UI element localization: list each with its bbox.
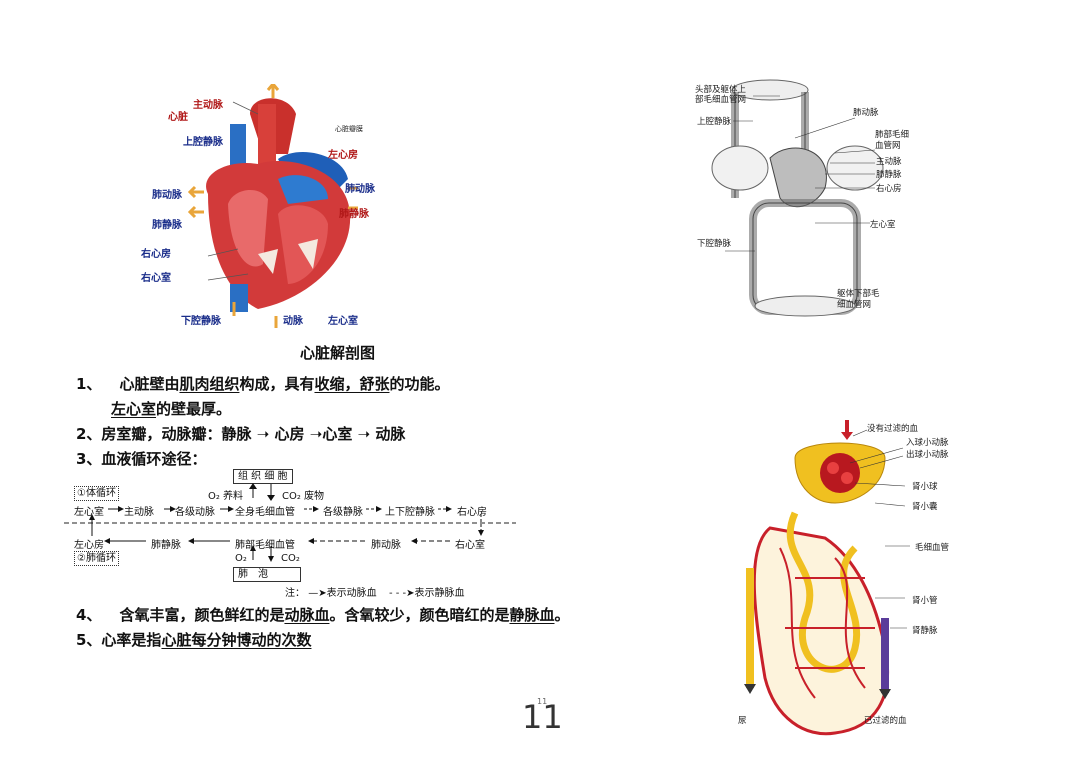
kidney-label-unfiltered: 没有过滤的血 — [867, 424, 919, 434]
kidney-label-glomerulus: 肾小球 — [912, 482, 938, 492]
circ-label-ivc: 下腔静脉 — [697, 239, 732, 249]
arrow-icon: ➝ — [357, 425, 371, 443]
body-step-body-capillaries: 全身毛细血管 — [235, 507, 295, 518]
page-number: 11 — [522, 698, 563, 736]
circulation-illustration — [711, 79, 884, 317]
co2-waste-label: CO₂ 废物 — [282, 491, 325, 502]
lung-step-lung-capillaries: 肺部毛细血管 — [235, 540, 295, 551]
circ-label-aorta: 主动脉 — [876, 157, 902, 167]
note-5: 5、心率是指心脏每分钟博动的次数 — [76, 631, 312, 649]
lung-step-left-atrium: 左心房 — [74, 540, 104, 551]
o2-nutrients-label: O₂ 养料 — [208, 491, 244, 502]
circ-label-head-capillary-1: 头部及躯体上 — [695, 85, 747, 95]
body-step-left-ventricle: 左心室 — [74, 507, 104, 518]
circ-label-pulmonary-artery: 肺动脉 — [853, 108, 879, 118]
note-1-line-1: 1、心脏壁由肌肉组织构成，具有收缩，舒张的功能。 — [76, 375, 450, 393]
tissue-cells-box: 组 织 细 胞 — [233, 469, 293, 484]
note-2: 2、房室瓣，动脉瓣：静脉 ➝ 心房 ➝心室 ➝ 动脉 — [76, 425, 406, 443]
nephron-illustration — [744, 420, 910, 736]
body-step-aorta: 主动脉 — [124, 507, 154, 518]
nephron-figure — [735, 418, 945, 753]
circ-label-lower-capillary-2: 细血管网 — [837, 300, 872, 310]
body-step-arteries: 各级动脉 — [175, 507, 215, 518]
arrow-icon: ➝ — [256, 425, 270, 443]
heart-label-pulmonary-vein-left: 肺静脉 — [152, 220, 182, 231]
body-step-vena-cava: 上下腔静脉 — [385, 507, 435, 518]
kidney-label-filtered: 已过滤的血 — [864, 716, 907, 726]
heart-label-left-atrium: 左心房 — [328, 150, 358, 161]
body-circulation-label: ①体循环 — [74, 486, 119, 501]
heart-label-ivc: 下腔静脉 — [181, 316, 221, 327]
body-step-veins: 各级静脉 — [323, 507, 363, 518]
kidney-label-capsule: 肾小囊 — [912, 502, 938, 512]
arrow-icon: ➝ — [309, 425, 323, 443]
page-number-small: 11 — [537, 697, 548, 706]
kidney-label-capillary: 毛细血管 — [915, 543, 950, 553]
solid-arrow-icon: —➤ — [308, 588, 327, 599]
lung-step-pulmonary-vein: 肺静脉 — [151, 540, 181, 551]
circulation-path-arrows — [64, 483, 516, 562]
co2-label: CO₂ — [281, 553, 300, 564]
lung-circulation-label: ②肺循环 — [74, 551, 119, 566]
circ-label-lower-capillary-1: 躯体下部毛 — [837, 289, 880, 299]
dashed-arrow-icon: - - -➤ — [388, 588, 415, 599]
circulation-schematic-figure — [695, 78, 895, 318]
heart-label-left-ventricle: 左心室 — [328, 316, 358, 327]
kidney-label-urine: 尿 — [738, 716, 747, 726]
alveoli-box: 肺 泡 — [233, 567, 301, 582]
heart-label-valve: 心脏瓣膜 — [335, 125, 363, 133]
heart-figure-caption: 心脏解剖图 — [300, 344, 376, 362]
lung-step-pulmonary-artery: 肺动脉 — [371, 540, 401, 551]
body-step-right-atrium: 右心房 — [457, 507, 487, 518]
kidney-label-efferent: 出球小动脉 — [906, 450, 949, 460]
circ-label-svc: 上腔静脉 — [697, 117, 732, 127]
circ-label-lung-capillary-2: 血管网 — [875, 141, 901, 151]
heart-label-pulmonary-artery-left: 肺动脉 — [152, 190, 182, 201]
heart-label-right-atrium: 右心房 — [141, 249, 171, 260]
heart-label-pulmonary-vein-right: 肺静脉 — [339, 209, 369, 220]
lung-step-right-ventricle: 右心室 — [455, 540, 485, 551]
circ-label-pulmonary-vein: 肺静脉 — [876, 170, 902, 180]
note-4: 4、含氧丰富，颜色鲜红的是动脉血。含氧较少，颜色暗红的是静脉血。 — [76, 606, 570, 624]
circ-label-right-atrium: 右心房 — [876, 184, 902, 194]
kidney-label-renal-vein: 肾静脉 — [912, 626, 938, 636]
circ-label-lung-capillary-1: 肺部毛细 — [875, 130, 910, 140]
heart-label-svc: 上腔静脉 — [183, 137, 223, 148]
kidney-label-tubule: 肾小管 — [912, 596, 938, 606]
circ-label-head-capillary-2: 部毛细血管网 — [695, 95, 747, 105]
heart-illustration — [187, 81, 358, 328]
note-3: 3、血液循环途径： — [76, 450, 207, 468]
heart-label-aorta: 主动脉 — [193, 100, 223, 111]
circ-label-left-ventricle: 左心室 — [870, 220, 896, 230]
heart-label-right-ventricle: 右心室 — [141, 273, 171, 284]
note-1-line-2: 左心室的壁最厚。 — [111, 400, 232, 418]
heart-anatomy-figure — [138, 81, 380, 329]
kidney-label-afferent: 入球小动脉 — [906, 438, 949, 448]
o2-label: O₂ — [235, 553, 247, 564]
heart-label-pulmonary-artery-right: 肺动脉 — [345, 184, 375, 195]
legend-note: 注： —➤表示动脉血 - - -➤表示静脉血 — [285, 588, 465, 599]
heart-label-heart: 心脏 — [168, 112, 188, 123]
heart-label-artery-bottom: 动脉 — [283, 316, 303, 327]
